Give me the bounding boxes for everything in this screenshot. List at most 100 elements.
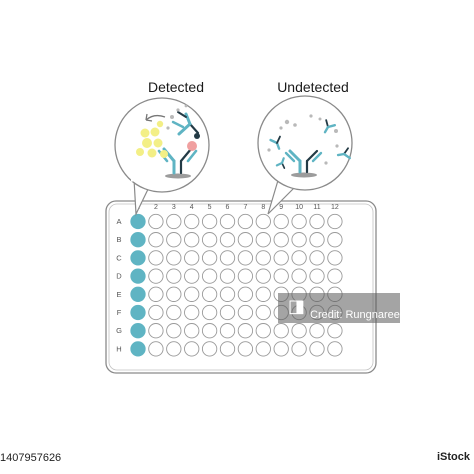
- well-empty: [255, 268, 271, 284]
- well-empty: [184, 268, 200, 284]
- well-empty: [255, 341, 271, 357]
- row-label: B: [116, 235, 121, 244]
- well-empty: [219, 268, 236, 284]
- well-filled: [130, 268, 146, 284]
- well-filled: [130, 286, 146, 302]
- column-label: 5: [208, 204, 212, 211]
- well-filled: [130, 213, 146, 230]
- detected-label: Detected: [148, 79, 204, 95]
- well-filled: [130, 232, 146, 248]
- well-filled: [130, 341, 146, 357]
- watermark-logo: ◨: [288, 296, 306, 317]
- well-empty: [327, 250, 343, 266]
- undetected-grey-particles: [267, 114, 339, 165]
- undetected-label: Undetected: [277, 79, 349, 95]
- well-empty: [148, 323, 164, 339]
- well-empty: [166, 286, 182, 302]
- well-empty: [219, 286, 236, 302]
- well-empty: [184, 304, 200, 321]
- well-empty: [273, 341, 289, 357]
- well-empty: [309, 268, 325, 284]
- wells-grid: [130, 213, 343, 357]
- well-empty: [237, 341, 254, 357]
- well-empty: [273, 213, 289, 230]
- well-empty: [201, 286, 218, 302]
- well-empty: [166, 250, 182, 266]
- well-empty: [255, 286, 271, 302]
- row-label: A: [116, 217, 121, 226]
- well-empty: [237, 268, 254, 284]
- enzyme-marker: [194, 133, 200, 139]
- well-empty: [219, 304, 236, 321]
- well-empty: [148, 250, 164, 266]
- well-filled: [130, 304, 146, 321]
- well-empty: [291, 323, 307, 339]
- column-label: 2: [154, 204, 158, 211]
- well-empty: [309, 323, 325, 339]
- row-label: E: [116, 290, 121, 299]
- well-empty: [166, 213, 182, 230]
- well-empty: [166, 268, 182, 284]
- well-empty: [291, 341, 307, 357]
- well-empty: [327, 213, 343, 230]
- well-empty: [148, 213, 164, 230]
- well-empty: [184, 232, 200, 248]
- well-empty: [201, 213, 218, 230]
- well-empty: [255, 304, 271, 321]
- free-antibodies: [269, 119, 351, 169]
- well-empty: [327, 268, 343, 284]
- footer-brand-logo: iStock: [436, 451, 470, 463]
- well-empty: [309, 232, 325, 248]
- row-label: C: [116, 253, 122, 262]
- unbound-capture-antibody: [284, 149, 323, 174]
- watermark-banner: [278, 293, 400, 323]
- well-empty: [237, 232, 254, 248]
- detection-antibody: [171, 111, 200, 136]
- undetected-surface-shadow: [291, 172, 317, 178]
- well-empty: [255, 213, 271, 230]
- well-empty: [291, 213, 307, 230]
- well-filled: [130, 250, 146, 266]
- well-filled: [130, 323, 146, 339]
- detected-surface-shadow: [165, 173, 191, 179]
- column-label: 11: [313, 204, 320, 211]
- well-empty: [309, 341, 325, 357]
- antigen-pink: [187, 141, 197, 151]
- well-empty: [201, 341, 218, 357]
- well-empty: [255, 232, 271, 248]
- signal-particles: [136, 120, 168, 158]
- well-empty: [237, 323, 254, 339]
- well-empty: [184, 286, 200, 302]
- well-empty: [166, 341, 182, 357]
- well-empty: [184, 213, 200, 230]
- column-label: 8: [261, 204, 265, 211]
- column-label: 6: [226, 204, 230, 211]
- well-empty: [201, 250, 218, 266]
- well-empty: [255, 250, 271, 266]
- well-empty: [291, 268, 307, 284]
- column-label: 12: [331, 204, 339, 211]
- column-label: 10: [295, 204, 303, 211]
- row-label: G: [116, 326, 122, 335]
- well-empty: [237, 213, 254, 230]
- well-empty: [327, 341, 343, 357]
- undetected-callout: [257, 95, 353, 215]
- well-empty: [237, 250, 254, 266]
- well-empty: [219, 250, 236, 266]
- reaction-arrow: [145, 114, 166, 121]
- well-empty: [166, 232, 182, 248]
- well-empty: [201, 304, 218, 321]
- column-label: 9: [279, 204, 283, 211]
- well-plate-inner-frame: [108, 203, 374, 371]
- row-label: F: [117, 308, 122, 317]
- footer-image-id: 1407957626: [0, 452, 62, 464]
- well-empty: [273, 323, 289, 339]
- column-label: 7: [243, 204, 247, 211]
- well-empty: [166, 304, 182, 321]
- well-empty: [327, 232, 343, 248]
- well-empty: [309, 250, 325, 266]
- well-empty: [273, 250, 289, 266]
- well-empty: [184, 323, 200, 339]
- detected-grey-particles: [166, 104, 188, 130]
